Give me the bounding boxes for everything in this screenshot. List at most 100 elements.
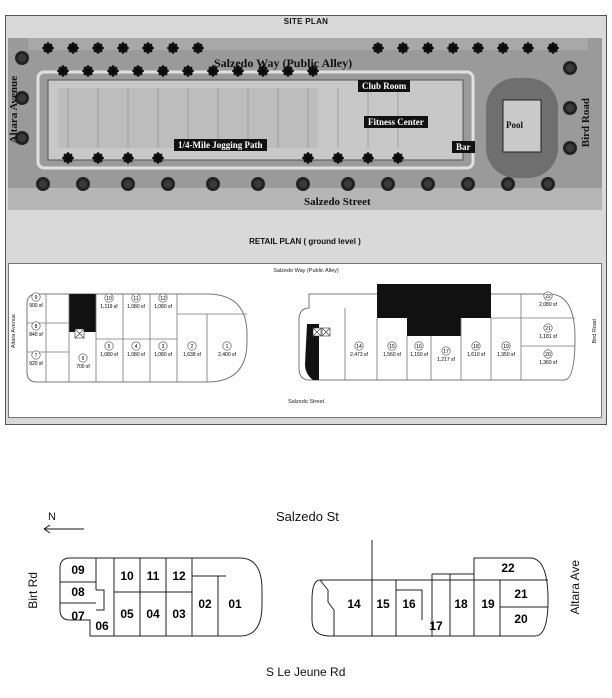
unit-number-marker [187, 341, 197, 351]
unit-area: 1,080 sf [100, 352, 118, 358]
unit-number: 3 [162, 344, 165, 350]
fitness-center-label: Fitness Center [364, 116, 428, 128]
retail-unit-8: 8 840 sf [29, 321, 43, 338]
unit-number: 21 [545, 326, 551, 332]
bird-road-label: Bird Road [580, 98, 592, 148]
bottom-unit-09: 09 [71, 563, 85, 577]
unit-area: 700 sf [76, 364, 90, 370]
club-room-label: Club Room [358, 80, 411, 92]
unit-number-marker [354, 341, 364, 351]
retail-unit-22: 22 2,080 sf [539, 291, 558, 308]
unit-area: 1,560 sf [383, 352, 401, 358]
retail-unit-12: 12 1,080 sf [154, 293, 173, 310]
retail-unit-20: 20 1,360 sf [539, 349, 558, 366]
bottom-unit-18: 18 [454, 597, 468, 611]
unit-area: 1,119 sf [100, 304, 118, 310]
unit-number: 19 [503, 344, 509, 350]
retail-top-street: Salzedo Way (Public Alley) [273, 268, 339, 274]
unit-number-marker [158, 293, 168, 303]
unit-number: 15 [389, 344, 395, 350]
salzedo-street-label: Salzedo Street [304, 196, 371, 208]
unit-number: 4 [135, 344, 138, 350]
pool-label: Pool [506, 120, 523, 130]
unit-number-marker [131, 293, 141, 303]
salzedo-way-label: Salzedo Way (Public Alley) [214, 56, 353, 70]
unit-number-marker [414, 341, 424, 351]
unit-number: 5 [108, 344, 111, 350]
unit-area: 920 sf [29, 361, 43, 367]
north-label: N [48, 511, 56, 523]
retail-unit-7: 7 920 sf [29, 350, 43, 367]
altara-avenue-label: Altara Avenue [8, 76, 20, 144]
unit-area: 2,080 sf [539, 302, 557, 308]
unit-number: 10 [106, 296, 112, 302]
unit-number-marker [441, 346, 451, 356]
bottom-unit-11: 11 [147, 569, 160, 583]
unit-area: 1,360 sf [539, 360, 557, 366]
north-arrow-icon [43, 524, 84, 534]
unit-number: 1 [226, 344, 229, 350]
unit-number-marker [31, 350, 41, 360]
unit-number-marker [104, 293, 114, 303]
unit-number-marker [387, 341, 397, 351]
unit-area: 840 sf [29, 332, 43, 338]
unit-number: 12 [160, 296, 166, 302]
unit-number-marker [158, 341, 168, 351]
bottom-unit-08: 08 [71, 585, 85, 599]
unit-area: 900 sf [29, 303, 43, 309]
retail-plan-title: RETAIL PLAN ( ground level ) [249, 237, 361, 246]
retail-floorplan: 9 900 sf 8 840 sf 7 920 sf 6 700 sf 10 1,119 sf 1 1… [26, 284, 576, 383]
unit-area: 1,080 sf [127, 304, 145, 310]
unit-number: 8 [35, 324, 38, 330]
unit-area: 1,350 sf [497, 352, 515, 358]
retail-unit-10: 10 1,119 sf [100, 293, 118, 310]
unit-area: 1,080 sf [154, 352, 172, 358]
site-plan-rendering: Salzedo Way (Public Alley) Club Room Fit… [8, 38, 602, 210]
unit-number-marker [222, 341, 232, 351]
retail-unit-18: 181,610 sf [467, 341, 486, 358]
retail-unit-2: 21,638 sf [183, 341, 202, 358]
unit-number: 7 [35, 353, 38, 359]
bottom-unit-03: 03 [172, 607, 186, 621]
retail-unit-17: 171,217 sf [437, 346, 456, 363]
unit-number: 9 [35, 295, 38, 301]
retail-unit-15: 15 1,560 sf [383, 341, 402, 358]
bottom-unit-14: 14 [347, 597, 361, 611]
bar-label: Bar [452, 141, 475, 153]
retail-unit-5: 5 1,080 sf [100, 341, 119, 358]
unit-number-marker [31, 321, 41, 331]
bottom-unit-17: 17 [429, 619, 443, 633]
bottom-unit-04: 04 [146, 607, 160, 621]
unit-area: 1,080 sf [154, 304, 172, 310]
retail-unit-21: 21 1,181 sf [539, 323, 558, 340]
unit-number-marker [543, 291, 553, 301]
unit-number-marker [543, 349, 553, 359]
unit-number-marker [543, 323, 553, 333]
retail-unit-16: 161,150 sf [410, 341, 429, 358]
bottom-unit-10: 10 [120, 569, 134, 583]
bottom-unit-15: 15 [376, 597, 390, 611]
bottom-unit-05: 05 [120, 607, 134, 621]
retail-plan: Salzedo Way (Public Alley) Salzedo Stree… [8, 263, 602, 418]
unit-number: 6 [82, 356, 85, 362]
bottom-unit-19: 19 [481, 597, 495, 611]
bottom-unit-12: 12 [172, 569, 186, 583]
unit-number: 14 [356, 344, 362, 350]
retail-bottom-street: Salzedo Street [287, 399, 325, 405]
bottom-unit-06: 06 [95, 619, 109, 633]
unit-area: 2,473 sf [350, 352, 368, 358]
jogging-path-label: 1/4-Mile Jogging Path [174, 139, 267, 151]
unit-number: 20 [545, 352, 551, 358]
retail-unit-6: 6 700 sf [76, 353, 90, 370]
unit-area: 1,080 sf [127, 352, 145, 358]
unit-area: 1,150 sf [410, 352, 428, 358]
unit-number: 22 [545, 294, 551, 300]
retail-unit-19: 19 1,350 sf [497, 341, 516, 358]
unit-area: 1,217 sf [437, 357, 455, 363]
salzedo-st-label: Salzedo St [276, 509, 339, 524]
bottom-unit-21: 21 [514, 587, 528, 601]
unit-number-marker [471, 341, 481, 351]
unit-area: 1,181 sf [539, 334, 557, 340]
unit-area: 2,400 sf [218, 352, 236, 358]
